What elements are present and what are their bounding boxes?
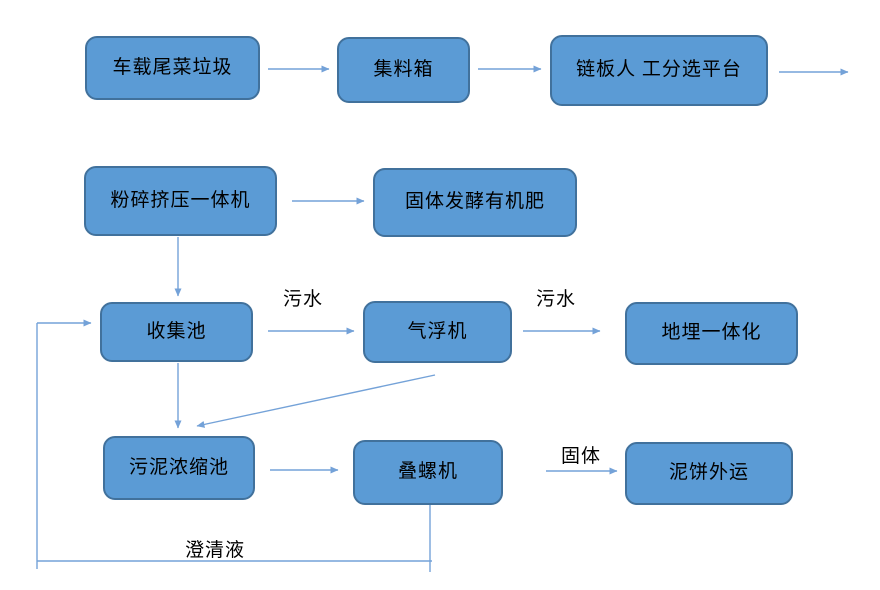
- node-label: 粉碎挤压一体机: [110, 189, 251, 211]
- node-screw-press: 叠螺机: [353, 440, 503, 505]
- node-collection-pool: 收集池: [100, 302, 253, 362]
- node-label: 集料箱: [373, 58, 434, 80]
- node-label: 叠螺机: [397, 461, 458, 483]
- node-buried-integration: 地埋一体化: [625, 302, 798, 365]
- node-solid-fertilizer: 固体发酵有机肥: [373, 168, 577, 237]
- label-sewage-2: 污水: [536, 289, 577, 310]
- label-clarified-liquid: 澄清液: [185, 540, 246, 561]
- node-label: 气浮机: [407, 320, 468, 342]
- node-label: 链板人 工分选平台: [576, 59, 742, 81]
- label-sewage-1: 污水: [283, 289, 324, 310]
- node-label: 固体发酵有机肥: [404, 191, 545, 213]
- node-mud-cake-transport: 泥饼外运: [625, 442, 793, 505]
- node-vehicle-waste: 车载尾菜垃圾: [85, 36, 260, 100]
- node-label: 收集池: [146, 320, 207, 342]
- arrow-flotation-to-sludge-pool: [196, 374, 436, 428]
- node-crusher-press: 粉碎挤压一体机: [84, 166, 277, 236]
- node-air-flotation: 气浮机: [363, 301, 512, 363]
- node-label: 车载尾菜垃圾: [112, 56, 233, 78]
- node-label: 污泥浓缩池: [128, 456, 229, 478]
- node-label: 泥饼外运: [668, 462, 749, 484]
- label-solid: 固体: [561, 446, 602, 467]
- node-collection-box: 集料箱: [337, 37, 470, 103]
- node-sorting-platform: 链板人 工分选平台: [550, 35, 768, 106]
- node-sludge-thickening-pool: 污泥浓缩池: [103, 436, 255, 500]
- node-label: 地埋一体化: [661, 322, 762, 344]
